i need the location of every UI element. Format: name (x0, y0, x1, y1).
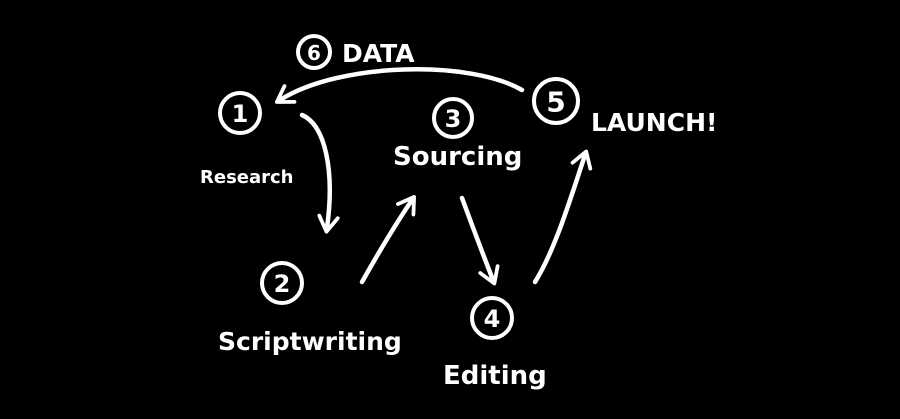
step-label: Sourcing (393, 142, 522, 172)
step-label: Editing (443, 361, 547, 391)
arrow-editing-to-launch (532, 149, 593, 285)
step-number: 1 (232, 100, 249, 128)
arrow-scriptwriting-to-sourcing (359, 195, 416, 285)
step-label: Scriptwriting (218, 327, 402, 356)
step-label: LAUNCH! (591, 108, 717, 137)
step-scriptwriting: 2 Scriptwriting (218, 261, 402, 356)
step-launch: 5 LAUNCH! (532, 77, 717, 137)
step-badge (218, 91, 262, 135)
step-number: 5 (546, 86, 565, 119)
step-badge (260, 261, 304, 305)
arrow-research-to-scriptwriting (299, 112, 340, 234)
step-number: 6 (307, 41, 321, 65)
step-research: 1 Research (200, 91, 294, 188)
step-number: 4 (484, 305, 501, 333)
feedback-label: DATA (342, 39, 415, 68)
step-sourcing: 3 Sourcing (393, 97, 522, 172)
feedback-data: 6 DATA (296, 34, 415, 70)
step-badge (470, 296, 514, 340)
step-editing: 4 Editing (443, 296, 547, 391)
step-label: Research (200, 167, 294, 188)
step-badge (432, 97, 474, 139)
arrow-launch-to-research (274, 67, 525, 104)
step-badge (532, 77, 580, 125)
arrow-sourcing-to-editing (459, 195, 500, 286)
step-number: 2 (274, 270, 291, 298)
step-badge (296, 34, 332, 70)
step-number: 3 (445, 105, 462, 133)
